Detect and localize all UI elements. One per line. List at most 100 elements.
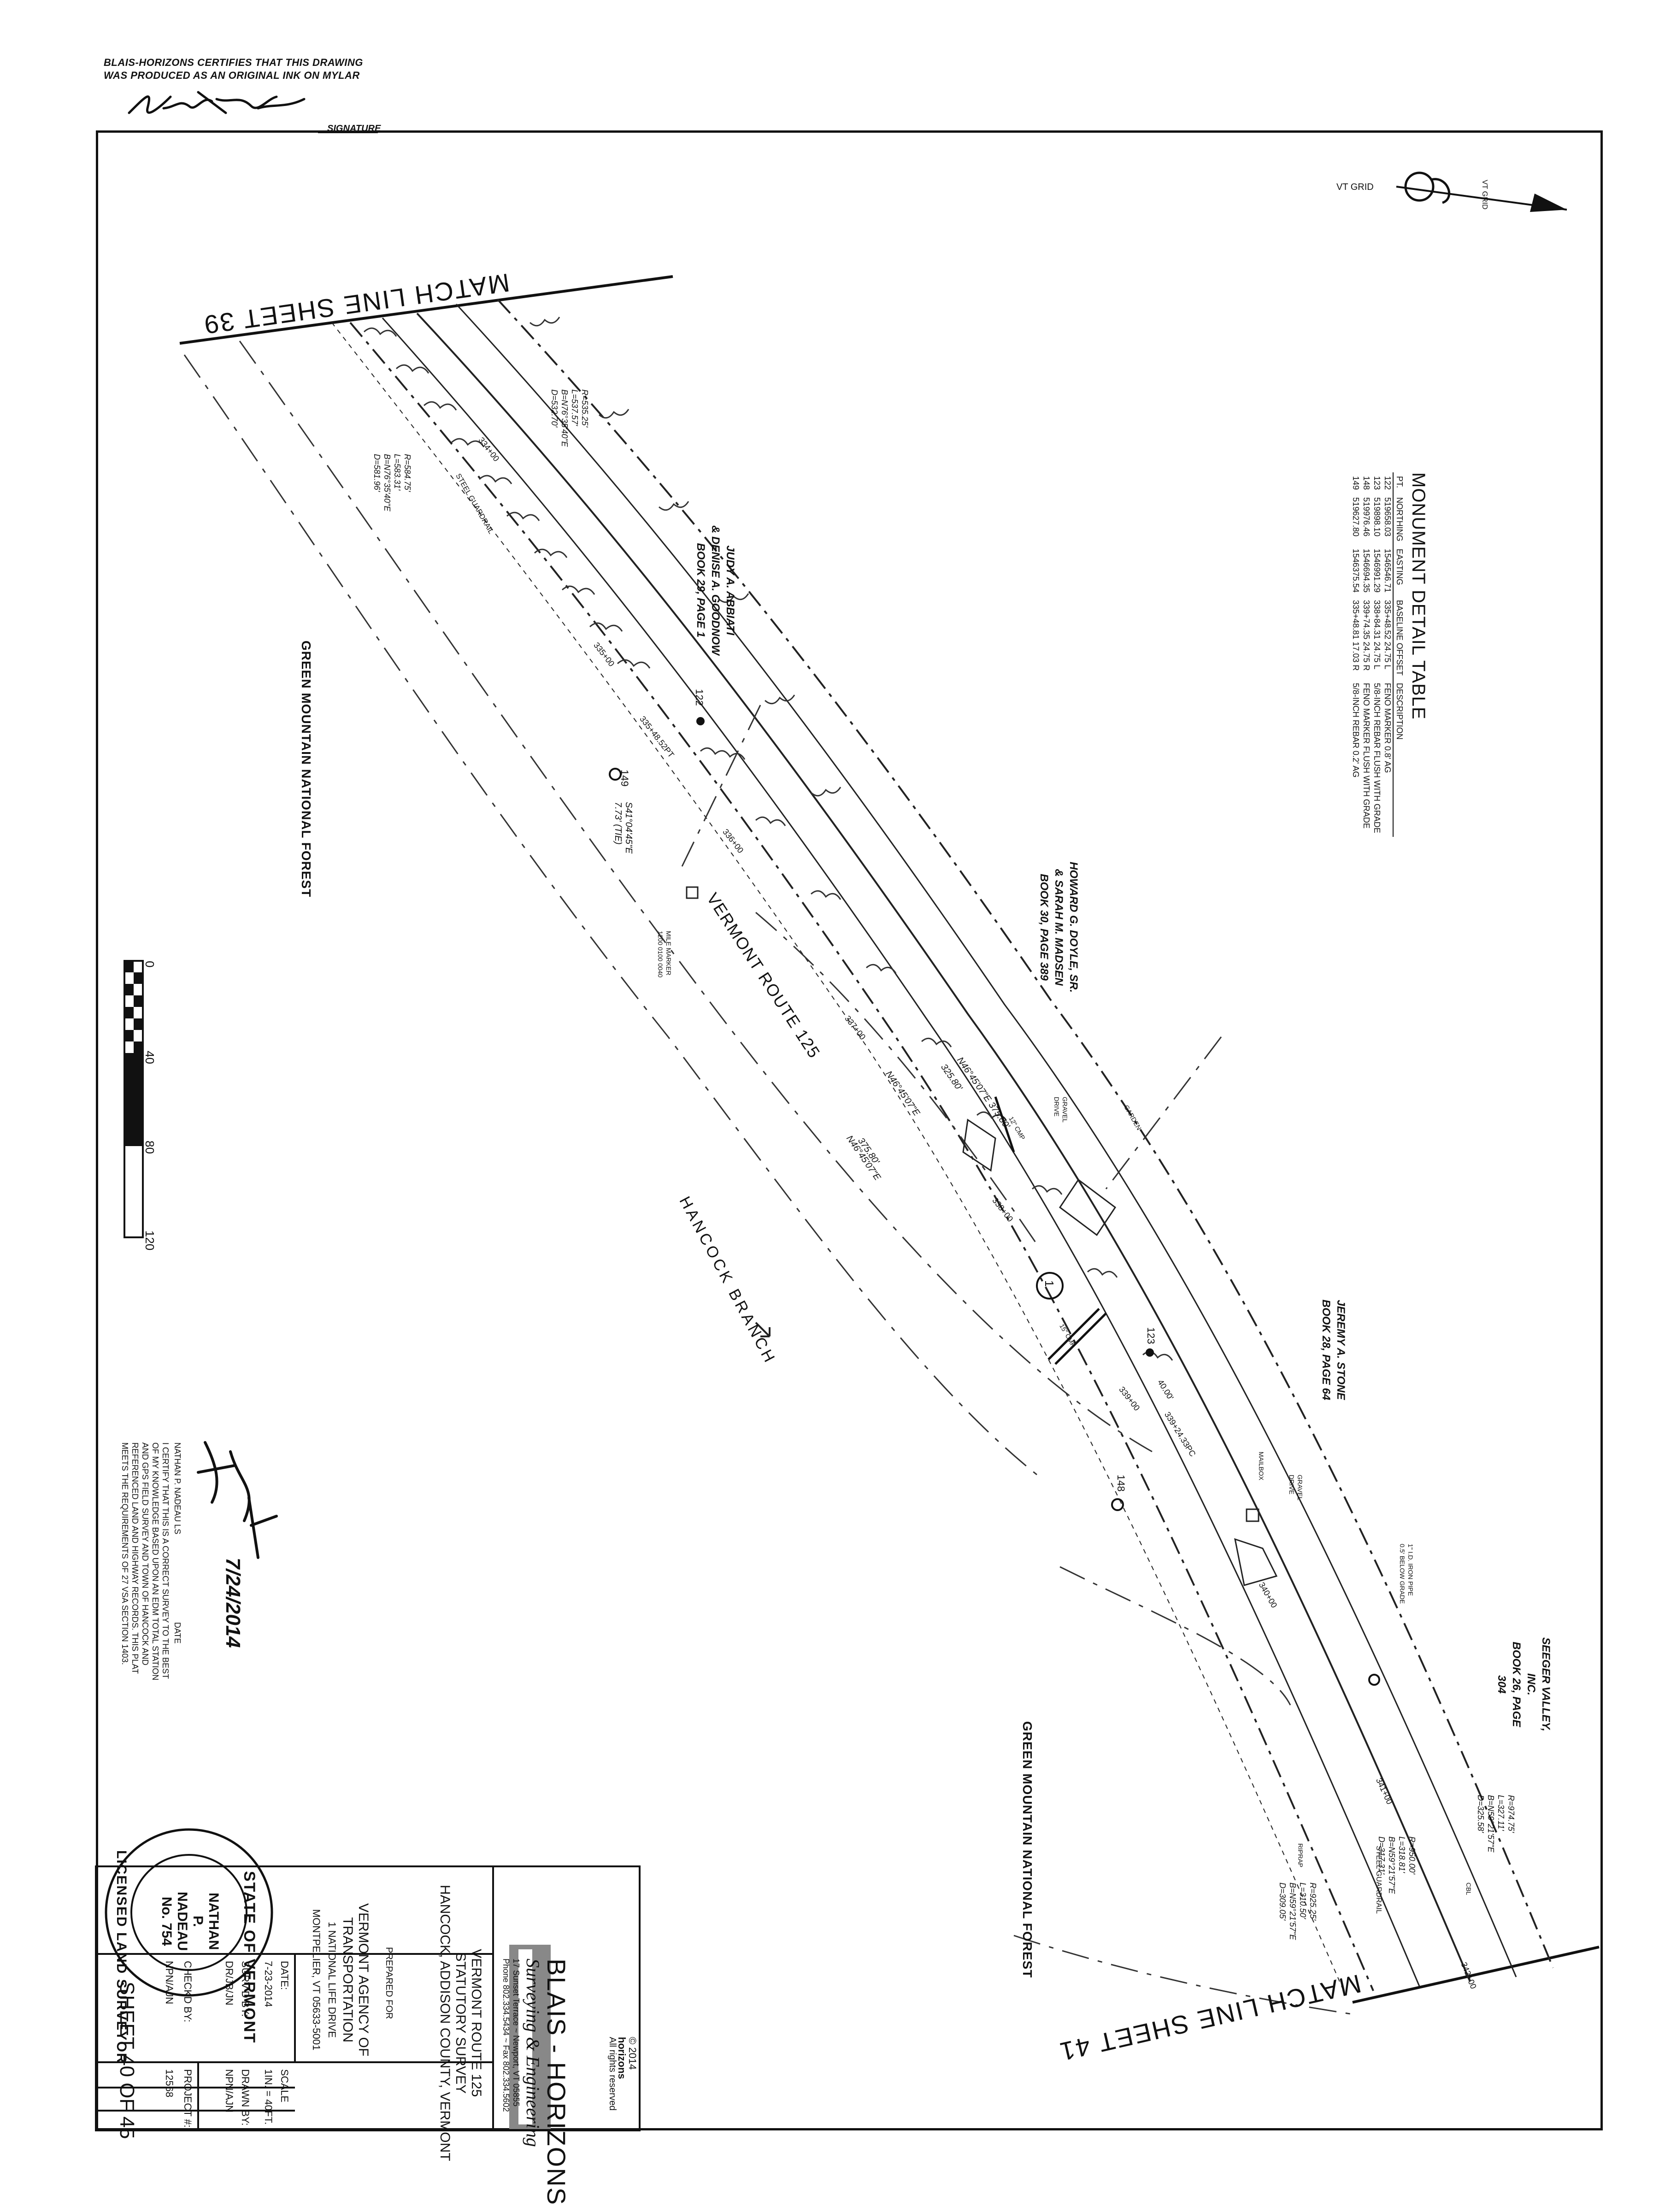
iron-pipe-symbol bbox=[1368, 1674, 1380, 1686]
gravel-drive-1 bbox=[962, 1118, 996, 1172]
owner-line: BOOK 30, PAGE 389 bbox=[1038, 874, 1050, 981]
culvert-2 bbox=[1047, 1308, 1100, 1360]
stream-bank-right bbox=[239, 341, 1153, 1453]
client: VERMONT AGENCY OF TRANSPORTATION 1 NATIO… bbox=[308, 1903, 371, 2056]
surveyor-name: NATHAN P. NADEAU LS bbox=[173, 1442, 182, 1535]
monument-149 bbox=[609, 768, 622, 781]
table-cell: 1546375.54 bbox=[1351, 548, 1360, 593]
certification-line-1: BLAIS-HORIZONS CERTIFIES THAT THIS DRAWI… bbox=[104, 57, 363, 68]
date-label: DATE: bbox=[279, 1961, 290, 1990]
table-cell: 338+84.31 24.75 L bbox=[1372, 600, 1382, 670]
drawing-frame bbox=[96, 130, 1603, 2130]
road-edge-right bbox=[455, 303, 1517, 1977]
drawn-by-label: DRAWN BY: bbox=[240, 2069, 251, 2126]
owner-abbiati: JUDY A. ABBIATI & DENISE A. GOODNOW BOOK… bbox=[693, 525, 737, 655]
company-phone: Phone 802.334.5434 ~ Fax 802.334.5602 bbox=[501, 1959, 511, 2112]
tree-line-left bbox=[363, 327, 651, 669]
owner-line: & SARAH M. MADSEN bbox=[1053, 869, 1065, 986]
table-cell: FENO MARKER FLUSH WITH GRADE bbox=[1362, 682, 1371, 829]
guardrail-line bbox=[331, 322, 1346, 1996]
checked-by-value: NPN/AJN bbox=[164, 1961, 175, 2005]
table-cell: 122 bbox=[1383, 476, 1392, 490]
table-row: 148 519976.46 1546694.35 339+74.35 24.75… bbox=[1361, 472, 1371, 837]
company-logo bbox=[509, 1945, 551, 2129]
table-header: PT. bbox=[1393, 472, 1405, 494]
gravel-drive-label-1: GRAVEL DRIVE bbox=[1053, 1097, 1069, 1123]
project-title-line: STATUTORY SURVEY bbox=[453, 1952, 468, 2094]
curve-value: L=537.57' bbox=[570, 389, 579, 426]
point-149: 149 bbox=[619, 770, 630, 787]
point-123: 123 bbox=[1145, 1327, 1157, 1344]
project-title-line: HANCOCK, ADDISON COUNTY, VERMONT bbox=[437, 1885, 453, 2161]
site-features bbox=[686, 886, 1278, 1586]
surveyed-by-label: SURV'D BY: bbox=[240, 1961, 251, 2017]
property-line-2 bbox=[1105, 1036, 1222, 1189]
curve-data-3: R=974.75' L=327.11' B=N59°21'57"E D=325.… bbox=[1476, 1795, 1516, 1853]
mile-marker-line: 1200 0100 0040 bbox=[657, 931, 664, 978]
checked-by-label: CHECKD BY: bbox=[182, 1961, 194, 2023]
gravel-drive-line: DRIVE bbox=[1288, 1475, 1295, 1494]
seal-name: NATHAN P. NADEAU No. 754 bbox=[159, 1892, 221, 1951]
stream-bank-left bbox=[183, 354, 1037, 1476]
table-cell: 1546694.35 bbox=[1362, 548, 1371, 593]
tree-line-right bbox=[529, 317, 841, 797]
scale-value: 1IN. = 40FT. bbox=[263, 2069, 274, 2125]
surveyor-date-label: DATE bbox=[173, 1622, 182, 1644]
table-cell: 149 bbox=[1351, 476, 1360, 490]
surveyed-by-value: DR/JB/JN bbox=[224, 1961, 235, 2006]
table-cell: 1546991.29 bbox=[1372, 548, 1382, 593]
curve-value: R=535.25' bbox=[580, 389, 589, 428]
forest-label-bottom: GREEN MOUNTAIN NATIONAL FOREST bbox=[1020, 1721, 1035, 1978]
iron-pipe-line: 1" I.D. IRON PIPE bbox=[1407, 1544, 1414, 1596]
tree-lines bbox=[363, 317, 1173, 1361]
cert-text-line: OF MY KNOWLEDGE BASED UPON AN EDM TOTAL … bbox=[151, 1442, 160, 1681]
rights-reserved: All rights reserved bbox=[607, 2037, 618, 2111]
iron-pipe-label: 1" I.D. IRON PIPE 0.5' BELOW GRADE bbox=[1398, 1544, 1415, 1604]
client-line: MONTPELIER, VT 05633-5001 bbox=[311, 1909, 322, 2051]
curve-value: D=325.58' bbox=[1476, 1795, 1485, 1833]
table-cell: 339+74.35 24.75 R bbox=[1362, 600, 1371, 671]
seal-number: No. 754 bbox=[159, 1896, 174, 1946]
owner-line: BOOK 29, PAGE 1 bbox=[694, 543, 707, 638]
client-line: 1 NATIONAL LIFE DRIVE bbox=[326, 1922, 338, 2038]
table-row: 149 519627.80 1546375.54 335+48.81 17.03… bbox=[1350, 472, 1361, 837]
match-line-top bbox=[179, 275, 673, 345]
owner-doyle: HOWARD G. DOYLE, SR. & SARAH M. MADSEN B… bbox=[1036, 862, 1081, 993]
iron-pipe-line: 0.5' BELOW GRADE bbox=[1399, 1544, 1406, 1604]
client-line: TRANSPORTATION bbox=[340, 1917, 355, 2042]
forest-line-bottom bbox=[1059, 1566, 1291, 1706]
gravel-drive-label-2: GRAVEL DRIVE bbox=[1288, 1475, 1304, 1500]
culvert-2b bbox=[1054, 1312, 1107, 1365]
seal-state: STATE OF VERMONT bbox=[241, 1871, 258, 2044]
owner-line: BOOK 28, PAGE 64 bbox=[1320, 1300, 1332, 1400]
table-header: BASELINE OFFSET bbox=[1393, 596, 1405, 679]
curve-value: L=327.11' bbox=[1496, 1795, 1506, 1831]
match-lines bbox=[179, 275, 1600, 2004]
monument-123 bbox=[1146, 1348, 1154, 1357]
scale-label-0: 0 bbox=[143, 961, 157, 968]
owner-seeger: SEEGER VALLEY, INC. BOOK 26, PAGE 304 bbox=[1494, 1631, 1553, 1737]
client-line: VERMONT AGENCY OF bbox=[356, 1903, 371, 2057]
curve-value: R=974.75' bbox=[1506, 1795, 1516, 1833]
scale-label: SCALE bbox=[279, 2069, 290, 2103]
curve-value: D=309.05' bbox=[1278, 1883, 1287, 1921]
owner-line: & DENISE A. GOODNOW bbox=[709, 525, 722, 655]
curve-value: L=310.50' bbox=[1298, 1883, 1307, 1919]
curve-value: L=583.31' bbox=[393, 454, 402, 491]
prepared-for: PREPARED FOR bbox=[384, 1947, 394, 2019]
stream-centerline bbox=[755, 912, 1038, 1245]
scale-label-80: 80 bbox=[143, 1141, 157, 1154]
company-name: BLAIS - HORIZONS bbox=[542, 1959, 571, 2206]
table-cell: 1546546.71 bbox=[1383, 548, 1392, 593]
monument-detail-table: MONUMENT DETAIL TABLE PT. NORTHING EASTI… bbox=[1350, 472, 1429, 956]
surveyor-certification-text: I CERTIFY THAT THIS IS A CORRECT SURVEY … bbox=[120, 1442, 171, 1680]
north-arrow-text: VT GRID bbox=[1336, 182, 1374, 192]
table-cell: FENO MARKER 0.8' AG bbox=[1383, 682, 1392, 773]
curve-data-5: R=925.25' L=310.50' B=N59°21'57"E D=309.… bbox=[1277, 1883, 1318, 1940]
table-cell: 519976.46 bbox=[1362, 497, 1371, 537]
table-cell: 335+48.81 17.03 R bbox=[1351, 600, 1360, 671]
row-line-left bbox=[349, 322, 1374, 1991]
mailbox-symbol bbox=[1246, 1508, 1259, 1522]
bearing-tie: S41°04'45"E 7.73' (TIE) bbox=[612, 802, 634, 853]
